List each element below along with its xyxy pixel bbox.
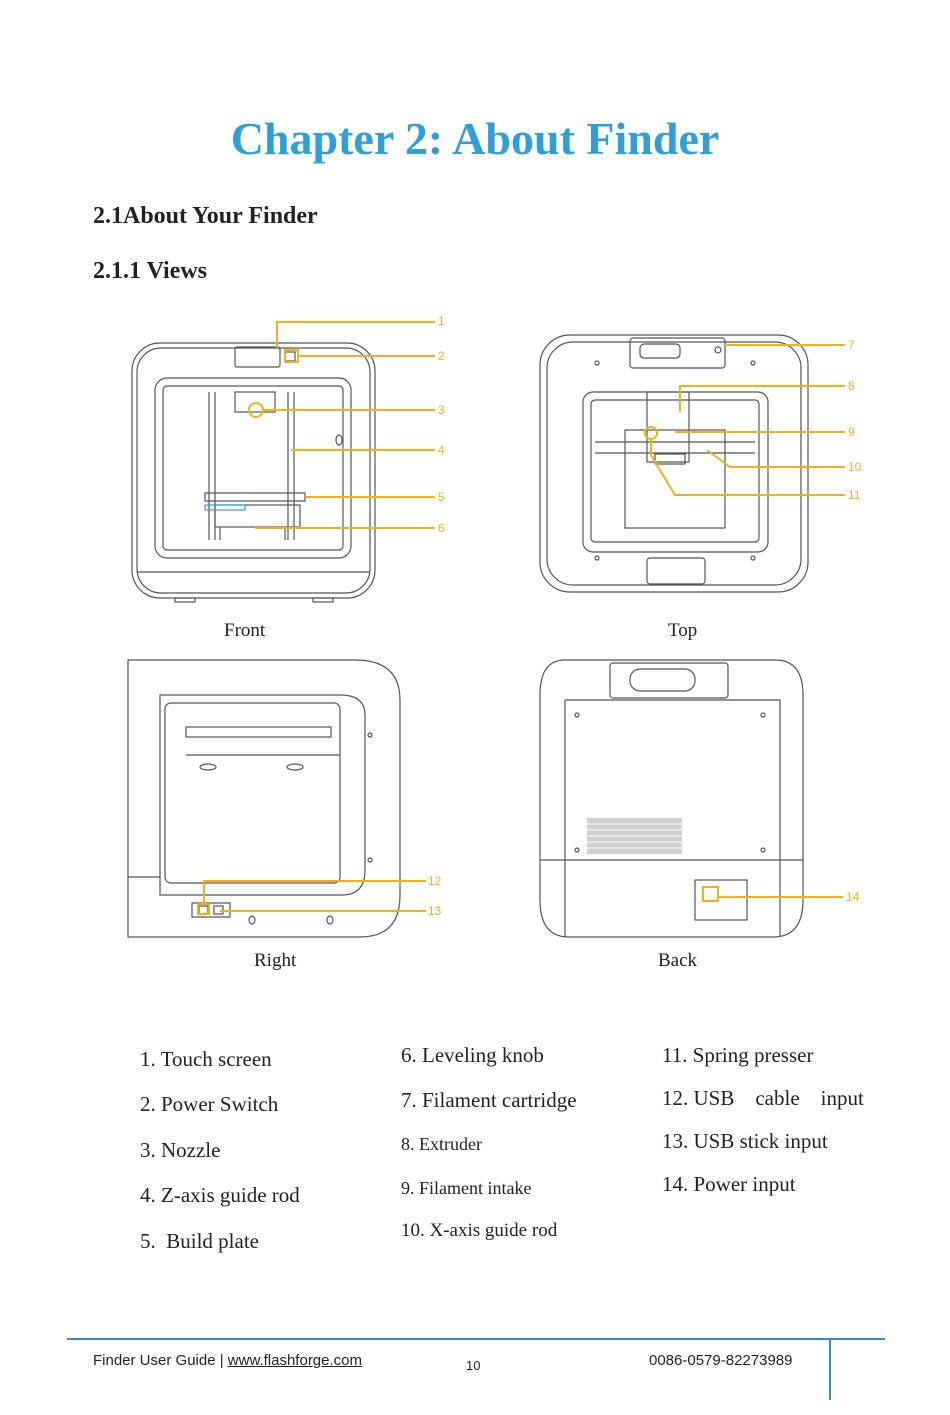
legend-item-10: 10. X-axis guide rod (401, 1220, 558, 1241)
footer-website-link[interactable]: www.flashforge.com (227, 1352, 362, 1369)
callout-7: 7 (848, 338, 855, 352)
footer-rule (67, 1338, 885, 1340)
callout-6: 6 (438, 521, 445, 535)
legend-item-5: 5. Build plate (140, 1229, 259, 1253)
caption-back: Back (658, 950, 698, 971)
caption-top: Top (668, 620, 698, 641)
legend-item-14: 14. Power input (662, 1172, 796, 1196)
caption-right: Right (254, 950, 297, 971)
callout-14: 14 (846, 890, 860, 904)
legend-item-3: 3. Nozzle (140, 1138, 221, 1162)
footer-guide-label: Finder User Guide | (93, 1352, 228, 1369)
back-view-diagram: 14 (535, 655, 875, 945)
legend-item-11: 11. Spring presser (662, 1043, 814, 1067)
footer-guide: Finder User Guide | www.flashforge.com (93, 1352, 362, 1369)
legend-item-1: 1. Touch screen (140, 1047, 272, 1071)
top-view-diagram: 7 8 9 10 11 (535, 330, 875, 600)
callout-1: 1 (438, 314, 445, 328)
callout-12: 12 (428, 874, 442, 888)
page-number: 10 (466, 1358, 481, 1373)
front-view-diagram: 1 2 3 4 5 6 (125, 310, 465, 610)
callout-4: 4 (438, 443, 445, 457)
chapter-title: Chapter 2: About Finder (230, 113, 720, 164)
right-printer-illustration: 12 13 (127, 659, 442, 938)
top-printer-illustration: 7 8 9 10 11 (539, 334, 862, 593)
callout-2: 2 (438, 349, 445, 363)
legend-item-9: 9. Filament intake (401, 1178, 532, 1198)
legend-item-4: 4. Z-axis guide rod (140, 1183, 300, 1207)
callout-8: 8 (848, 379, 855, 393)
legend-item-12: 12. USB cable input (662, 1086, 864, 1110)
callout-3: 3 (438, 403, 445, 417)
front-printer-illustration: 1 2 3 4 5 6 (131, 314, 445, 603)
caption-front: Front (224, 620, 266, 641)
callout-9: 9 (848, 425, 855, 439)
callout-5: 5 (438, 490, 445, 504)
section-heading: 2.1About Your Finder (93, 203, 318, 229)
back-printer-illustration: 14 (539, 659, 860, 938)
callout-10: 10 (848, 460, 862, 474)
callout-11: 11 (848, 488, 861, 502)
legend-item-7: 7. Filament cartridge (401, 1088, 577, 1112)
footer-phone: 0086-0579-82273989 (649, 1352, 793, 1369)
right-view-diagram: 12 13 (120, 655, 460, 945)
legend-item-8: 8. Extruder (401, 1134, 482, 1154)
subsection-heading: 2.1.1 Views (93, 258, 207, 284)
footer-vertical-rule (829, 1340, 831, 1400)
legend-item-6: 6. Leveling knob (401, 1043, 544, 1067)
legend-item-13: 13. USB stick input (662, 1129, 828, 1153)
legend-item-2: 2. Power Switch (140, 1092, 279, 1116)
callout-13: 13 (428, 904, 442, 918)
